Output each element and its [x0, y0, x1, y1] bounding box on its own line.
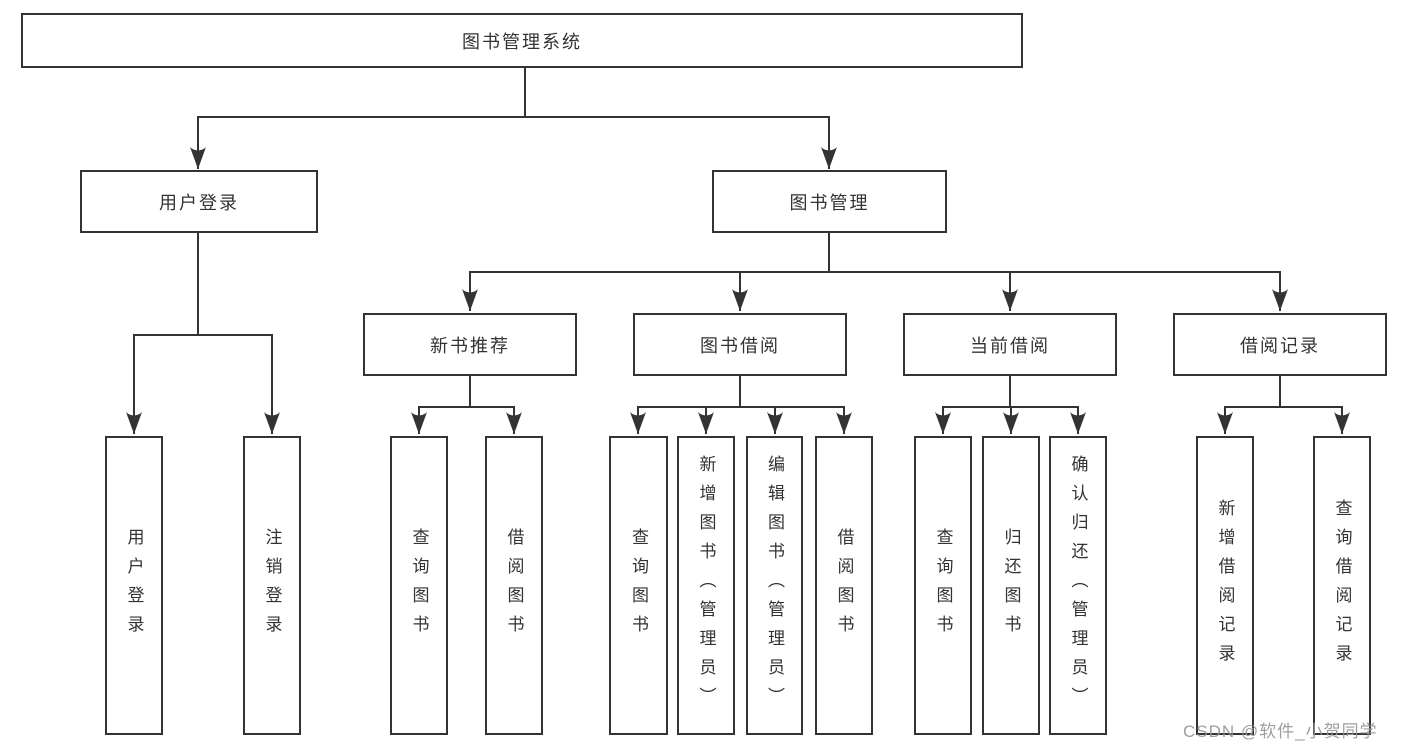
leaf-record-add-record: 新增借阅记录 [1196, 436, 1254, 735]
leaf-borrow-edit-book-admin: 编辑图书（管理员） [746, 436, 803, 735]
leaf-user-login: 用户登录 [105, 436, 163, 735]
node-user-login: 用户登录 [80, 170, 318, 233]
node-root-system: 图书管理系统 [21, 13, 1023, 68]
leaf-record-query-record: 查询借阅记录 [1313, 436, 1371, 735]
leaf-borrow-borrow-book: 借阅图书 [815, 436, 873, 735]
leaf-current-confirm-return-admin: 确认归还（管理员） [1049, 436, 1107, 735]
leaf-newbook-borrow-book: 借阅图书 [485, 436, 543, 735]
leaf-newbook-query-book: 查询图书 [390, 436, 448, 735]
node-current-borrow: 当前借阅 [903, 313, 1117, 376]
node-borrow-record: 借阅记录 [1173, 313, 1387, 376]
leaf-current-query-book: 查询图书 [914, 436, 972, 735]
node-book-borrow: 图书借阅 [633, 313, 847, 376]
leaf-borrow-add-book-admin: 新增图书（管理员） [677, 436, 735, 735]
node-book-management: 图书管理 [712, 170, 947, 233]
node-new-book-recommend: 新书推荐 [363, 313, 577, 376]
leaf-borrow-query-book: 查询图书 [609, 436, 668, 735]
leaf-logout: 注销登录 [243, 436, 301, 735]
csdn-watermark: CSDN @软件_小贺同学 [1183, 722, 1378, 741]
leaf-current-return-book: 归还图书 [982, 436, 1040, 735]
